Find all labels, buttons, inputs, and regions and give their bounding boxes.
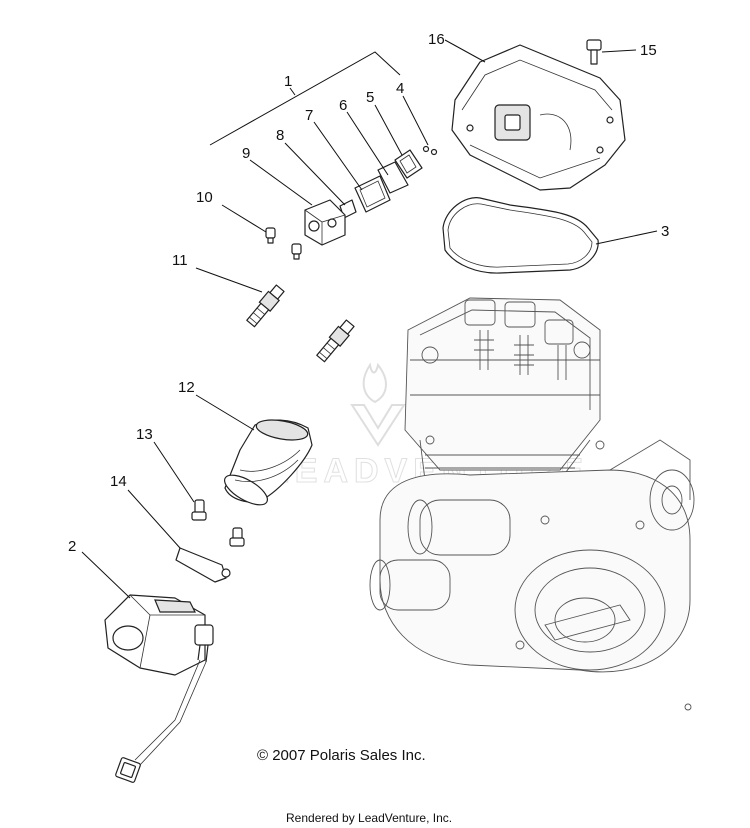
part-9-housing[interactable] bbox=[304, 199, 346, 246]
callout-16: 16 bbox=[428, 31, 445, 48]
part-6-plate[interactable] bbox=[377, 161, 409, 194]
part-7-gasket[interactable] bbox=[354, 175, 391, 213]
part-2-throttle-body[interactable] bbox=[104, 594, 214, 783]
callout-7: 7 bbox=[305, 107, 313, 124]
callout-3: 3 bbox=[661, 223, 669, 240]
valve-springs bbox=[421, 299, 591, 380]
callout-11: 11 bbox=[172, 252, 188, 269]
leader-lines bbox=[81, 39, 658, 599]
callout-4: 4 bbox=[396, 80, 404, 97]
engine-assembly bbox=[369, 297, 695, 711]
copyright-text: © 2007 Polaris Sales Inc. bbox=[257, 747, 426, 764]
callout-12: 12 bbox=[178, 379, 195, 396]
part-11-spark-plugs[interactable] bbox=[245, 284, 355, 363]
callout-9: 9 bbox=[242, 145, 250, 162]
callout-5: 5 bbox=[366, 89, 374, 106]
callout-10: 10 bbox=[196, 189, 213, 206]
callout-14: 14 bbox=[110, 473, 127, 490]
callout-15: 15 bbox=[640, 42, 657, 59]
part-15-bolt[interactable] bbox=[586, 39, 602, 65]
rendered-by-text: Rendered by LeadVenture, Inc. bbox=[286, 811, 452, 825]
part-3-gasket[interactable] bbox=[442, 197, 599, 274]
callout-6: 6 bbox=[339, 97, 347, 114]
callout-labels: 1 2 3 4 5 6 7 8 9 10 11 12 13 14 15 16 bbox=[68, 31, 669, 555]
part-14-sensor[interactable] bbox=[175, 547, 231, 583]
callout-2: 2 bbox=[68, 538, 76, 555]
part-5-plate[interactable] bbox=[394, 149, 423, 179]
part-13-bolts[interactable] bbox=[191, 499, 245, 547]
callout-13: 13 bbox=[136, 426, 153, 443]
callout-8: 8 bbox=[276, 127, 284, 144]
part-12-intake-boot[interactable] bbox=[220, 417, 313, 511]
callout-1: 1 bbox=[284, 73, 292, 90]
part-16-valve-cover[interactable] bbox=[451, 44, 626, 191]
part-10-bolts[interactable] bbox=[265, 227, 302, 260]
part-4-clips[interactable] bbox=[422, 145, 438, 156]
